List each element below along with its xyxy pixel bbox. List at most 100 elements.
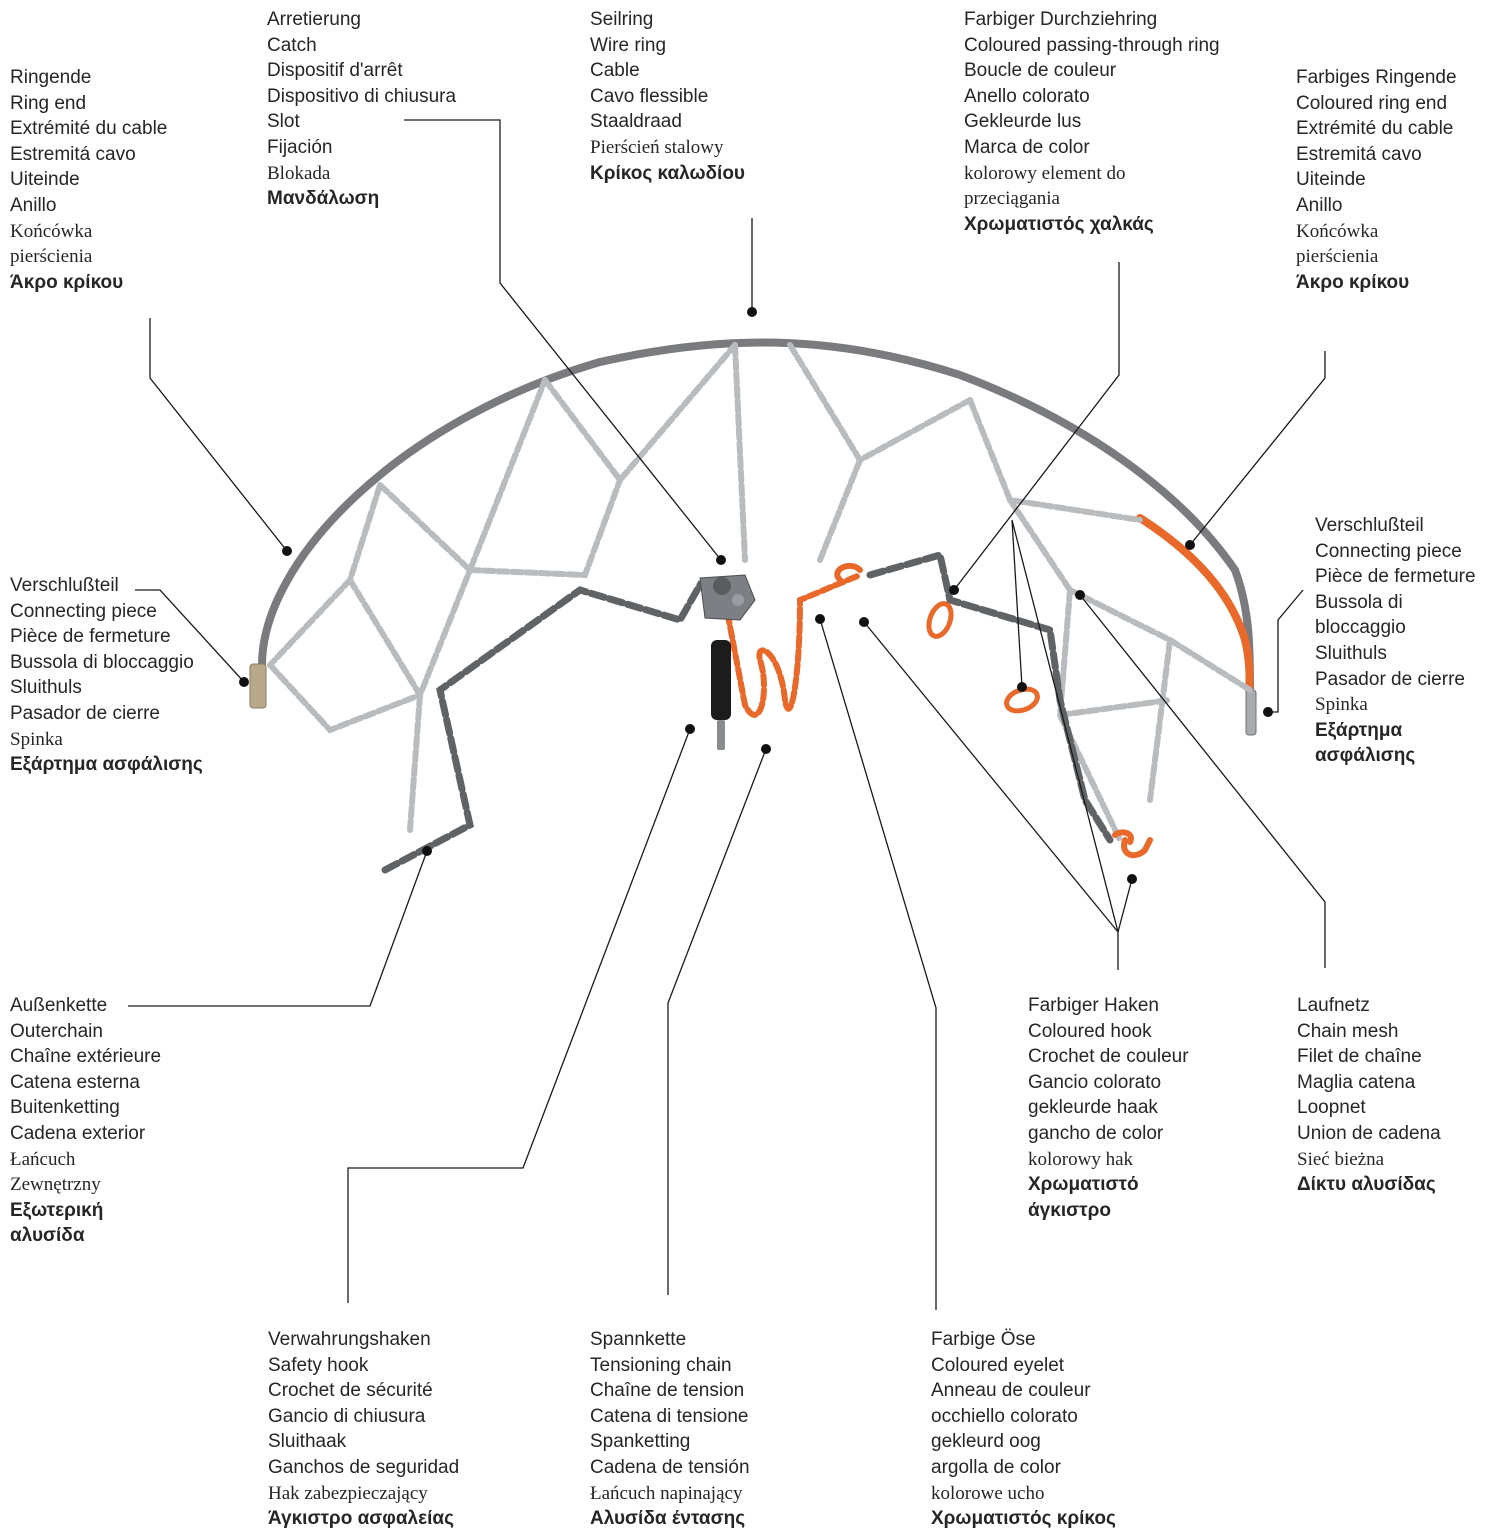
leader-connecting-piece-right bbox=[1268, 589, 1304, 713]
leader-dots bbox=[239, 307, 1273, 884]
callout-line: pierścienia bbox=[1296, 246, 1379, 268]
callout-line: Końcówka bbox=[10, 220, 93, 242]
callout-line: Pasador de cierre bbox=[10, 702, 160, 724]
callout-line: pierścienia bbox=[10, 246, 93, 268]
callout-line: Boucle de couleur bbox=[964, 60, 1117, 82]
callout-line: Sluithuls bbox=[10, 677, 82, 699]
callout-line: Άγκιστρο ασφαλείας bbox=[268, 1508, 454, 1530]
callout-line: Loopnet bbox=[1297, 1097, 1366, 1119]
callout-line: Cavo flessible bbox=[590, 85, 709, 107]
callout-line: Slot bbox=[267, 111, 300, 133]
callout-line: Connecting piece bbox=[1315, 540, 1462, 562]
callout-line: Anillo bbox=[1296, 194, 1343, 216]
callout-line: Estremitá cavo bbox=[10, 143, 136, 165]
callout-line: Außenkette bbox=[10, 995, 108, 1016]
callout-line: Blokada bbox=[267, 162, 331, 184]
callout-line: Łańcuch bbox=[10, 1148, 76, 1170]
leader-tensioning-chain bbox=[667, 748, 767, 1295]
callout-line: Άκρο κρίκου bbox=[1296, 271, 1410, 293]
callout-line: Arretierung bbox=[267, 9, 361, 30]
callout-line: άγκιστρο bbox=[1028, 1199, 1111, 1221]
leader-coloured-hook-c bbox=[1117, 878, 1133, 933]
callout-line: Tensioning chain bbox=[590, 1354, 732, 1376]
callout-line: Cable bbox=[590, 60, 640, 82]
callout-line: Κρίκος καλωδίου bbox=[590, 162, 745, 184]
callout-line: Chaîne de tension bbox=[590, 1380, 745, 1402]
callout-line: αλυσίδα bbox=[10, 1225, 85, 1247]
callout-line: Extrémité du cable bbox=[10, 118, 168, 140]
callout-line: Chaîne extérieure bbox=[10, 1046, 162, 1068]
catch bbox=[699, 574, 756, 621]
callout-line: Zewnętrzny bbox=[10, 1174, 101, 1196]
callout-line: Μανδάλωση bbox=[267, 188, 380, 210]
coloured-ring-end bbox=[1136, 514, 1254, 694]
leader-coloured-eyelet bbox=[819, 618, 937, 1310]
tensioning-chain bbox=[722, 572, 863, 718]
callout-line: Catch bbox=[267, 34, 317, 56]
safety-hook bbox=[711, 640, 731, 750]
callout-line: kolorowy element do bbox=[964, 162, 1126, 184]
callout-line: Ring end bbox=[10, 92, 87, 114]
callout-line: Cadena de tensión bbox=[590, 1456, 750, 1478]
callout-line: Sieć bieżna bbox=[1297, 1148, 1385, 1170]
leader-connecting-piece-left bbox=[135, 589, 245, 683]
callout-line: Χρωματιστός κρίκος bbox=[931, 1508, 1116, 1530]
callout-line: Spinka bbox=[1315, 694, 1368, 716]
wire-ring bbox=[258, 338, 1254, 694]
callout-line: occhiello colorato bbox=[931, 1405, 1078, 1427]
connecting-piece-right bbox=[1245, 689, 1257, 736]
callout-line: Uiteinde bbox=[1296, 169, 1366, 191]
callout-line: Gancio colorato bbox=[1028, 1071, 1162, 1093]
leader-ring-end bbox=[149, 318, 288, 552]
callout-line: Pierścień stalowy bbox=[590, 136, 724, 158]
callout-line: Fijación bbox=[267, 136, 333, 158]
callout-line: Staaldraad bbox=[590, 111, 682, 133]
callout-line: Farbige Öse bbox=[931, 1329, 1036, 1350]
callout-line: Coloured hook bbox=[1028, 1020, 1152, 1042]
outer-chain bbox=[381, 550, 1114, 874]
leader-lines bbox=[128, 119, 1326, 1310]
callout-line: Hak zabezpieczający bbox=[268, 1482, 428, 1504]
callout-line: Εξάρτημα bbox=[1315, 719, 1403, 741]
callout-line: Anello colorato bbox=[964, 85, 1090, 107]
callout-line: Farbiges Ringende bbox=[1296, 67, 1457, 88]
callout-line: Spinka bbox=[10, 728, 63, 750]
callout-line: Coloured eyelet bbox=[931, 1354, 1065, 1376]
callout-line: Uiteinde bbox=[10, 169, 80, 191]
callout-line: Αλυσίδα έντασης bbox=[590, 1508, 746, 1530]
callout-line: Pasador de cierre bbox=[1315, 668, 1465, 690]
callout-line: Estremitá cavo bbox=[1296, 143, 1422, 165]
callout-line: Connecting piece bbox=[10, 600, 157, 622]
callout-line: Verwahrungshaken bbox=[268, 1329, 431, 1350]
callout-line: Anillo bbox=[10, 194, 57, 216]
callout-line: Άκρο κρίκου bbox=[10, 271, 124, 293]
callout-line: Δίκτυ αλυσίδας bbox=[1297, 1174, 1436, 1196]
connecting-piece-left bbox=[249, 663, 267, 709]
callout-line: Farbiger Durchziehring bbox=[964, 9, 1158, 30]
callout-line: Końcówka bbox=[1296, 220, 1379, 242]
callout-line: Χρωματιστός χαλκάς bbox=[964, 213, 1154, 235]
callout-line: Extrémité du cable bbox=[1296, 118, 1454, 140]
callout-line: Sluithuls bbox=[1315, 642, 1387, 664]
callout-line: Bussola di bloccaggio bbox=[10, 651, 194, 673]
leader-passing-through-ring bbox=[953, 262, 1120, 591]
callout-line: Crochet de couleur bbox=[1028, 1046, 1189, 1068]
callout-line: Coloured ring end bbox=[1296, 92, 1448, 114]
callout-line: Union de cadena bbox=[1297, 1122, 1441, 1144]
callout-line: Laufnetz bbox=[1297, 995, 1370, 1016]
callout-line: argolla de color bbox=[931, 1456, 1061, 1478]
leader-catch bbox=[404, 119, 722, 561]
callout-line: Ganchos de seguridad bbox=[268, 1456, 460, 1478]
callout-line: bloccaggio bbox=[1315, 617, 1406, 639]
